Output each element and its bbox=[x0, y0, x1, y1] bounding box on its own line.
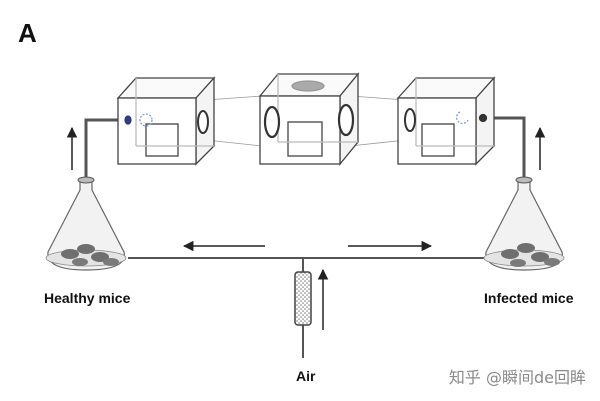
cage-connection-lines bbox=[205, 95, 407, 147]
healthy-mice-group bbox=[61, 244, 119, 266]
left-flask bbox=[45, 176, 127, 271]
right-riser-tube bbox=[482, 116, 526, 180]
left-cage bbox=[116, 76, 216, 166]
left-riser-tube bbox=[84, 118, 128, 180]
middle-cage bbox=[258, 72, 360, 166]
healthy-mice-label: Healthy mice bbox=[44, 290, 131, 306]
right-flask bbox=[483, 176, 565, 271]
right-cage bbox=[396, 76, 496, 166]
panel-letter: A bbox=[18, 18, 37, 48]
air-filter bbox=[294, 271, 312, 326]
infected-mice-label: Infected mice bbox=[484, 290, 574, 306]
air-label: Air bbox=[296, 368, 316, 384]
watermark: 知乎 @瞬间de回眸 bbox=[448, 368, 586, 387]
infected-mice-group bbox=[501, 243, 560, 267]
